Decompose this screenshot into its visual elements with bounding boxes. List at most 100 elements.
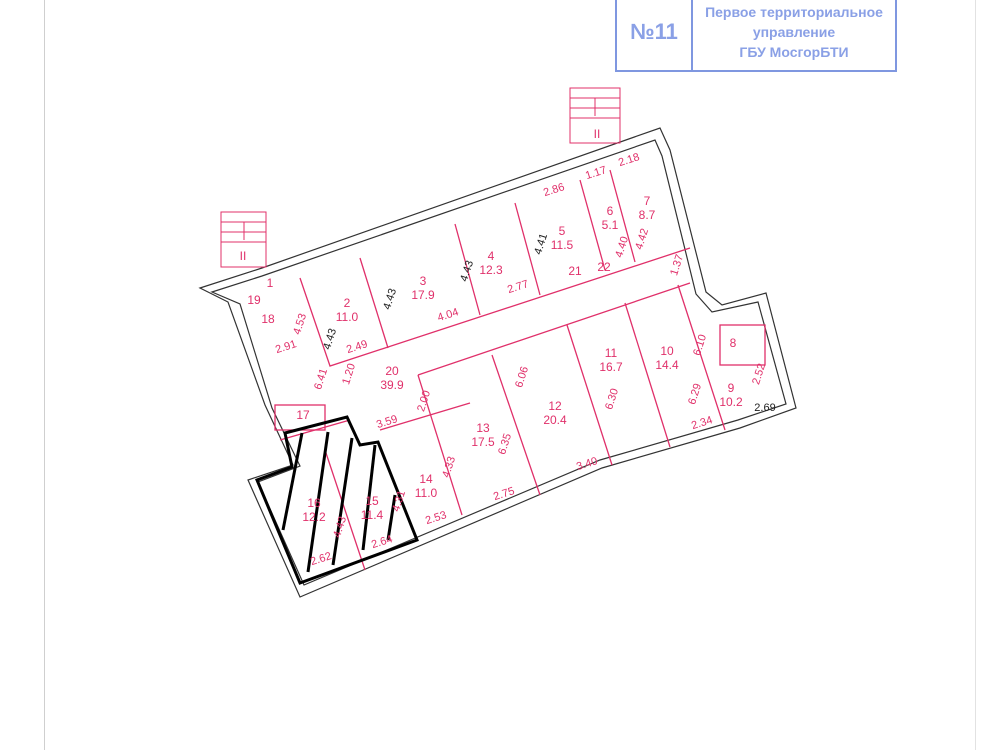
dimension-label: 1.37	[668, 253, 686, 277]
room-number: 12	[548, 399, 562, 413]
room-label: 910.2	[719, 381, 743, 409]
room-label: 317.9	[411, 274, 435, 302]
room-number: 14	[419, 472, 433, 486]
room-label: 19	[247, 293, 261, 307]
room-area: 20.4	[543, 413, 567, 427]
room-number: 5	[559, 224, 566, 238]
room-number: 20	[385, 364, 399, 378]
room-number: 21	[568, 264, 582, 278]
dimension-label: 2.18	[617, 151, 641, 169]
room-area: 39.9	[380, 378, 404, 392]
room-number: 10	[660, 344, 674, 358]
room-number: 8	[730, 336, 737, 350]
hatched-area	[255, 415, 419, 585]
dimension-label: 2.34	[690, 414, 714, 432]
sheet-edge	[975, 0, 976, 750]
room-label: 8	[730, 336, 737, 350]
stamp-line: управление	[752, 24, 836, 40]
dimension-label: 4.33	[440, 455, 458, 479]
dimension-label: 2.77	[506, 278, 530, 296]
dimension-label: 4.43	[321, 327, 339, 351]
room-number: 13	[476, 421, 490, 435]
room-label: 211.0	[336, 296, 359, 324]
room-area: 5.1	[602, 218, 619, 232]
room-label: 65.1	[602, 204, 619, 232]
room-number: 16	[307, 496, 321, 510]
stair-right	[569, 87, 621, 144]
dimension-label: 6.06	[513, 365, 531, 389]
room-area: 14.4	[655, 358, 679, 372]
dimension-label: 2.49	[345, 338, 369, 356]
room-area: 11.4	[361, 508, 384, 522]
dimension-label: 4.43	[458, 259, 476, 283]
dimension-label: 4.53	[291, 312, 309, 336]
room-label: 511.5	[551, 224, 574, 252]
room-area: 8.7	[639, 208, 656, 222]
room-number: 18	[261, 312, 275, 326]
stamp-line: Первое территориальное	[705, 4, 883, 20]
room-number: 2	[344, 296, 351, 310]
room-area: 16.7	[599, 360, 623, 374]
room-number: 11	[605, 346, 618, 360]
room-label: 78.7	[639, 194, 656, 222]
room-number: 17	[296, 408, 310, 422]
room-area: 10.2	[719, 395, 743, 409]
room-number: 4	[488, 249, 495, 263]
dimension-label: 6.30	[603, 387, 621, 411]
stair-label: II	[240, 249, 247, 263]
dimension-label: 2.00	[415, 389, 433, 413]
stamp-number: №11	[617, 0, 693, 70]
dimension-label: 2.91	[274, 338, 298, 356]
room-area: 17.5	[471, 435, 495, 449]
room-area: 17.9	[411, 288, 435, 302]
dimension-label: 1.20	[340, 362, 358, 386]
dimension-label: 6.35	[496, 432, 514, 456]
dimension-label: 4.40	[613, 235, 631, 259]
dimension-label: 6.41	[312, 367, 330, 391]
room-number: 19	[247, 293, 261, 307]
sheet-edge	[44, 0, 45, 750]
room-area: 11.0	[415, 486, 438, 500]
room-number: 3	[420, 274, 427, 288]
dimension-label: 2.53	[424, 509, 448, 527]
dimension-label: 4.43	[381, 287, 399, 311]
room-number: 15	[365, 494, 379, 508]
room-number: 9	[728, 381, 735, 395]
room-label: 18	[261, 312, 275, 326]
room-label: 22	[597, 260, 611, 274]
dimension-label: 1.17	[584, 164, 608, 182]
room-label: 1	[267, 276, 274, 290]
dimension-label: 4.04	[436, 306, 460, 324]
dimension-label: 2.86	[542, 181, 566, 199]
dimension-label: 6.10	[691, 333, 709, 357]
dimension-label: 4.42	[633, 227, 651, 251]
stamp-text: Первое территориальное управление ГБУ Мо…	[693, 0, 895, 70]
room-label: 17	[296, 408, 310, 422]
room-number: 1	[267, 276, 274, 290]
stamp-line: ГБУ МосгорБТИ	[739, 44, 849, 60]
dimension-label: 2.69	[754, 402, 775, 414]
room-number: 6	[607, 204, 614, 218]
room-area: 11.0	[336, 310, 359, 324]
room-area: 11.5	[551, 238, 574, 252]
stair-label: II	[594, 127, 601, 141]
room-number: 22	[597, 260, 611, 274]
stair-left	[220, 211, 267, 268]
dimension-label: 4.41	[532, 232, 550, 256]
dimension-label: 6.29	[686, 382, 704, 406]
room-area: 12.2	[302, 510, 326, 524]
building-walls	[198, 127, 797, 598]
room-label: 21	[568, 264, 582, 278]
dimension-label: 2.62	[309, 550, 333, 568]
room-partitions	[274, 169, 766, 571]
room-label: 412.3	[479, 249, 503, 277]
bti-stamp: №11 Первое территориальное управление ГБ…	[615, 0, 897, 72]
